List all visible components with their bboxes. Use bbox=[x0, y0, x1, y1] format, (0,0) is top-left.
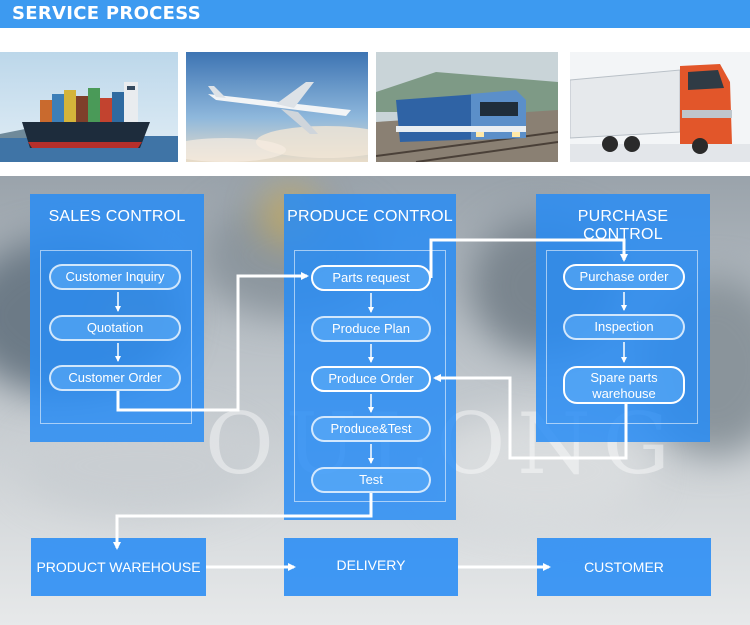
delivery-box: DELIVERY bbox=[284, 538, 458, 596]
ship-icon bbox=[0, 52, 178, 162]
produce-control-title: PRODUCE CONTROL bbox=[287, 208, 453, 225]
step-customer-inquiry: Customer Inquiry bbox=[49, 264, 181, 290]
train-icon bbox=[376, 52, 558, 162]
arrow-warehouse-to-produce-order bbox=[433, 374, 628, 460]
airplane-icon bbox=[186, 52, 368, 162]
arrow-parts-request-to-purchase bbox=[429, 238, 628, 278]
step-inspection: Inspection bbox=[563, 314, 685, 340]
container-ship-photo bbox=[0, 52, 178, 162]
truck-photo bbox=[570, 52, 750, 162]
step-test: Test bbox=[311, 467, 431, 493]
truck-icon bbox=[570, 52, 750, 162]
arrow-test-to-product-warehouse bbox=[113, 493, 373, 550]
step-spare-parts-warehouse: Spare parts warehouse bbox=[563, 366, 685, 404]
step-produce-test: Produce&Test bbox=[311, 416, 431, 442]
sales-control-title: SALES CONTROL bbox=[48, 208, 186, 225]
step-purchase-order: Purchase order bbox=[563, 264, 685, 290]
step-quotation: Quotation bbox=[49, 315, 181, 341]
arrow-order-to-parts-request bbox=[116, 272, 309, 412]
header-bar: SERVICE PROCESS bbox=[0, 0, 750, 28]
page-title: SERVICE PROCESS bbox=[12, 3, 201, 24]
train-photo bbox=[376, 52, 558, 162]
sales-control-inner bbox=[40, 250, 192, 424]
step-customer-order: Customer Order bbox=[49, 365, 181, 391]
customer-box: CUSTOMER bbox=[537, 538, 711, 596]
step-produce-plan: Produce Plan bbox=[311, 316, 431, 342]
purchase-control-inner bbox=[546, 250, 698, 424]
airplane-photo bbox=[186, 52, 368, 162]
step-produce-order: Produce Order bbox=[311, 366, 431, 392]
step-parts-request: Parts request bbox=[311, 265, 431, 291]
